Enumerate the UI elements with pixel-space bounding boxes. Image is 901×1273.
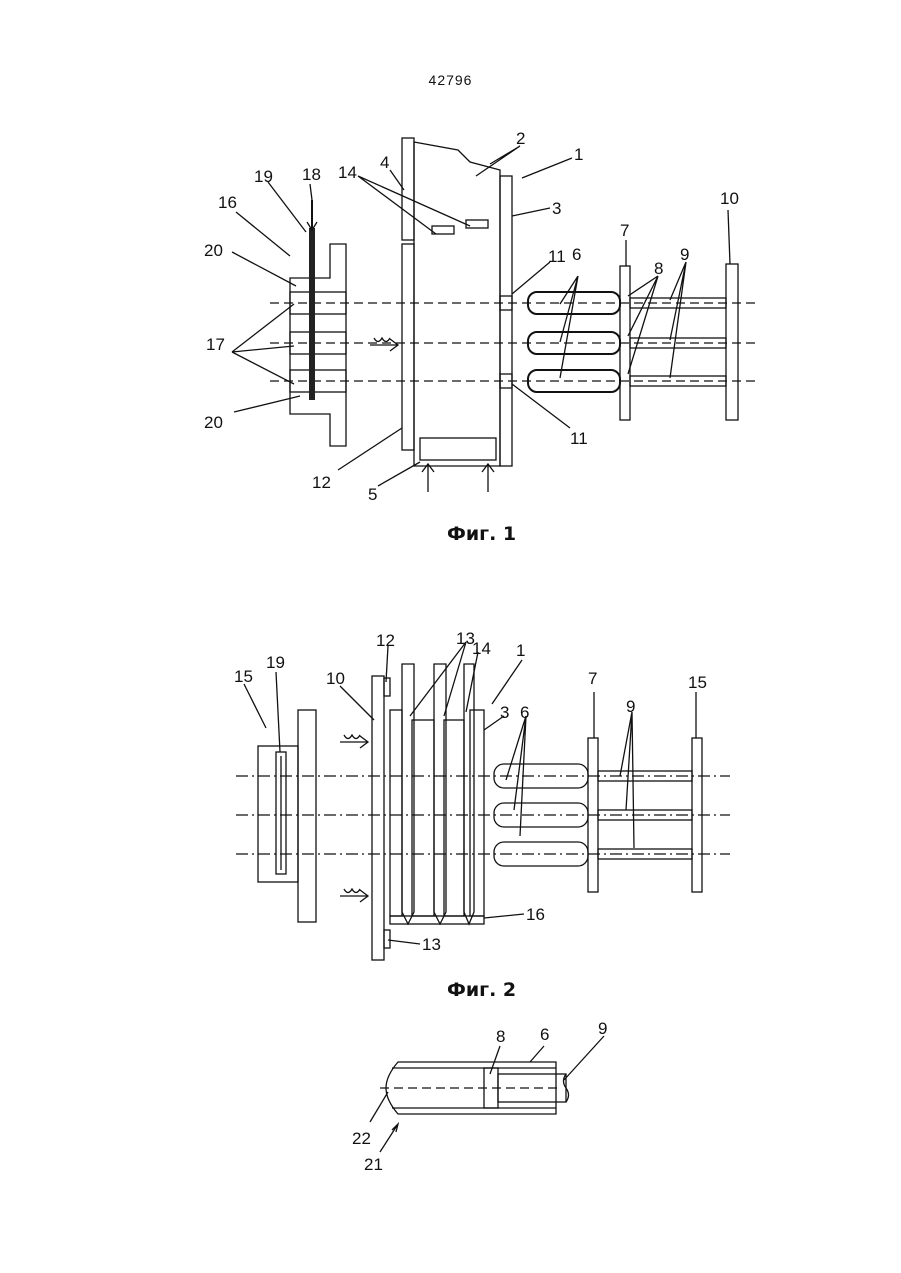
- label-20b: 20: [204, 413, 223, 432]
- label-8: 8: [496, 1027, 505, 1046]
- label-6: 6: [572, 245, 581, 264]
- label-8: 8: [654, 259, 663, 278]
- label-2: 2: [516, 129, 525, 148]
- label-10: 10: [720, 189, 739, 208]
- label-1: 1: [516, 641, 525, 660]
- figure-2-drawing: [236, 642, 730, 960]
- label-12: 12: [312, 473, 331, 492]
- label-21: 21: [364, 1155, 383, 1174]
- label-9: 9: [626, 697, 635, 716]
- label-13a: 12: [376, 631, 395, 650]
- label-1: 1: [574, 145, 583, 164]
- label-12: 10: [326, 669, 345, 688]
- figure-1-labels: 2 1 3 4 14 18 19 16 20 17 20 11 6 7 8 9 …: [204, 129, 739, 504]
- label-7: 7: [588, 669, 597, 688]
- label-16: 16: [218, 193, 237, 212]
- label-6: 6: [540, 1025, 549, 1044]
- label-7: 7: [620, 221, 629, 240]
- label-9: 9: [598, 1019, 607, 1038]
- label-14: 14: [338, 163, 357, 182]
- label-17: 17: [206, 335, 225, 354]
- figure-1-caption: Фиг. 1: [447, 523, 516, 545]
- label-5: 5: [368, 485, 377, 504]
- label-19: 19: [266, 653, 285, 672]
- label-15b: 16: [526, 905, 545, 924]
- label-18: 18: [302, 165, 321, 184]
- label-6: 6: [520, 703, 529, 722]
- label-4: 4: [380, 153, 389, 172]
- label-15a: 14: [472, 639, 491, 658]
- figure-1-drawing: [232, 138, 760, 492]
- label-11a: 11: [548, 247, 566, 266]
- label-20a: 20: [204, 241, 223, 260]
- label-3: 3: [500, 703, 509, 722]
- figure-2-caption: Фиг. 2: [447, 979, 516, 1001]
- label-16: 15: [234, 667, 253, 686]
- label-22: 22: [352, 1129, 371, 1148]
- label-13b: 13: [422, 935, 441, 954]
- figure-3-labels: 8 6 9 22 21: [352, 1019, 607, 1174]
- label-3: 3: [552, 199, 561, 218]
- figure-3-drawing: [370, 1036, 604, 1152]
- label-19: 19: [254, 167, 273, 186]
- label-9: 9: [680, 245, 689, 264]
- label-10: 15: [688, 673, 707, 692]
- label-11b: 11: [570, 429, 588, 448]
